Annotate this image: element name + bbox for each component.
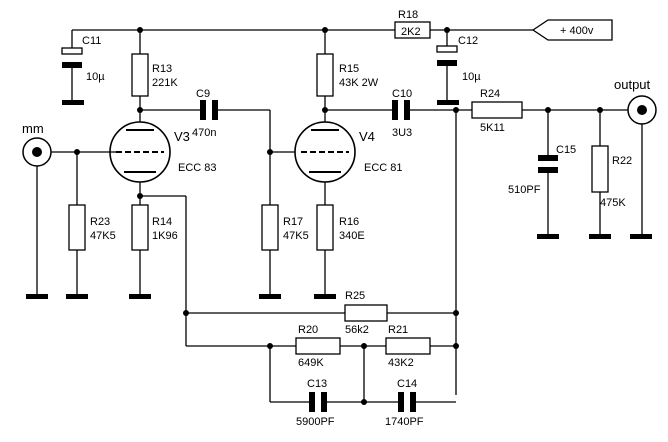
labels: C11 10µ R13 221K C9 470n V3 ECC 83 R23 4… <box>22 9 651 428</box>
label-r18-value: 2K2 <box>401 26 421 38</box>
label-c12-value: 10µ <box>462 71 481 83</box>
label-r22-ref: R22 <box>612 155 632 167</box>
output-jack <box>627 95 657 236</box>
label-c15-ref: C15 <box>556 144 576 156</box>
resistor-r16 <box>316 204 334 251</box>
label-r21-ref: R21 <box>388 324 408 336</box>
label-r17-value: 47K5 <box>283 230 309 242</box>
junctions <box>74 27 603 405</box>
tube-v3 <box>109 121 171 183</box>
label-c13-ref: C13 <box>307 378 327 390</box>
label-v4-type: ECC 81 <box>364 162 403 174</box>
label-r13-value: 221K <box>152 77 178 89</box>
label-c13-value: 5900PF <box>296 416 335 428</box>
resistor-r20 <box>295 337 341 355</box>
label-v4-ref: V4 <box>359 129 375 144</box>
label-c9-ref: C9 <box>196 88 210 100</box>
tube-v4 <box>294 121 356 183</box>
resistor-r14 <box>131 204 149 251</box>
label-r20-value: 649K <box>298 357 324 369</box>
resistor-r13 <box>131 53 149 97</box>
capacitor-c13 <box>309 392 327 412</box>
label-c9-value: 470n <box>192 127 216 139</box>
capacitor-c12 <box>436 45 458 66</box>
label-r18-ref: R18 <box>398 9 418 21</box>
label-v3-type: ECC 83 <box>178 162 217 174</box>
ground-symbols <box>26 100 652 299</box>
resistor-r21 <box>385 337 431 355</box>
supply-terminal <box>531 19 613 41</box>
label-r13-ref: R13 <box>152 63 172 75</box>
label-r25-value: 56k2 <box>345 324 369 336</box>
resistor-r24 <box>471 101 523 119</box>
capacitor-c10 <box>392 100 410 120</box>
label-r22-value: 475K <box>600 197 626 209</box>
label-r25-ref: R25 <box>345 290 365 302</box>
label-r17-ref: R17 <box>283 216 303 228</box>
label-c10-value: 3U3 <box>392 127 412 139</box>
label-c10-ref: C10 <box>392 88 412 100</box>
output-label: output <box>614 77 651 92</box>
input-jack <box>22 137 52 167</box>
label-r16-ref: R16 <box>339 216 359 228</box>
resistor-r25 <box>344 304 388 322</box>
label-r23-ref: R23 <box>90 216 110 228</box>
label-r15-value: 43K 2W <box>339 77 379 89</box>
label-r21-value: 43K2 <box>388 357 414 369</box>
capacitor-c9 <box>200 100 218 120</box>
resistor-r22 <box>591 145 609 193</box>
label-c11-value: 10µ <box>86 71 105 83</box>
label-r24-value: 5K11 <box>480 122 505 134</box>
resistor-r18 <box>394 21 431 39</box>
label-r16-value: 340E <box>339 230 365 242</box>
label-c15-value: 510PF <box>508 184 541 196</box>
resistor-r17 <box>261 204 279 251</box>
label-c12-ref: C12 <box>458 35 478 47</box>
capacitor-c15 <box>538 155 558 173</box>
label-r15-ref: R15 <box>339 63 359 75</box>
resistor-r15 <box>316 53 334 97</box>
label-r23-value: 47K5 <box>90 230 116 242</box>
label-c14-value: 1740PF <box>385 416 424 428</box>
label-r20-ref: R20 <box>298 324 318 336</box>
label-v3-ref: V3 <box>174 129 190 144</box>
resistor-r23 <box>68 204 86 251</box>
label-r14-value: 1K96 <box>152 230 178 242</box>
label-r14-ref: R14 <box>152 216 172 228</box>
supply-label: + 400v <box>560 25 594 37</box>
input-label: mm <box>22 121 44 136</box>
label-r24-ref: R24 <box>480 88 500 100</box>
capacitor-c14 <box>398 392 416 412</box>
label-c14-ref: C14 <box>397 378 417 390</box>
label-c11-ref: C11 <box>82 35 101 47</box>
capacitor-c11 <box>61 47 83 68</box>
